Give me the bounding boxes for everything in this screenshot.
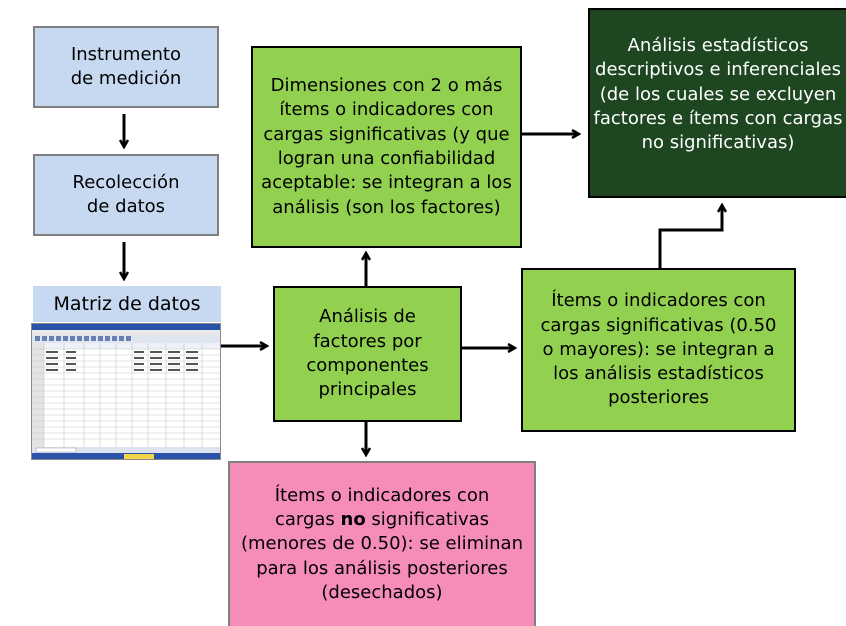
no-emphasis: no <box>340 509 366 531</box>
data-matrix-screenshot <box>31 323 221 460</box>
analisis-estadisticos-box: Análisis estadísticos descriptivos e inf… <box>588 8 846 198</box>
dimensiones-box: Dimensiones con 2 o más ítems o indicado… <box>251 46 522 248</box>
items-no-significativos-box: Ítems o indicadores con cargas no signif… <box>228 461 536 626</box>
analisis-estadisticos-label: Análisis estadísticos descriptivos e inf… <box>593 35 843 154</box>
analisis-factores-box: Análisis de factores por componentes pri… <box>273 286 462 422</box>
spreadsheet-image <box>32 324 220 459</box>
arrow-items-sig-to-estadisticos <box>658 206 722 268</box>
instrumento-box: Instrumento de medición <box>33 26 219 108</box>
items-significativos-label: Ítems o indicadores con cargas significa… <box>540 290 777 409</box>
recoleccion-box: Recolección de datos <box>33 154 219 236</box>
analisis-factores-label: Análisis de factores por componentes pri… <box>306 306 429 401</box>
matriz-title: Matriz de datos <box>33 286 221 322</box>
items-no-significativos-label: Ítems o indicadores con cargas no signif… <box>241 484 523 603</box>
recoleccion-label: Recolección de datos <box>72 171 180 217</box>
dimensiones-label: Dimensiones con 2 o más ítems o indicado… <box>261 75 512 218</box>
instrumento-label: Instrumento de medición <box>70 43 182 89</box>
items-significativos-box: Ítems o indicadores con cargas significa… <box>521 268 796 432</box>
